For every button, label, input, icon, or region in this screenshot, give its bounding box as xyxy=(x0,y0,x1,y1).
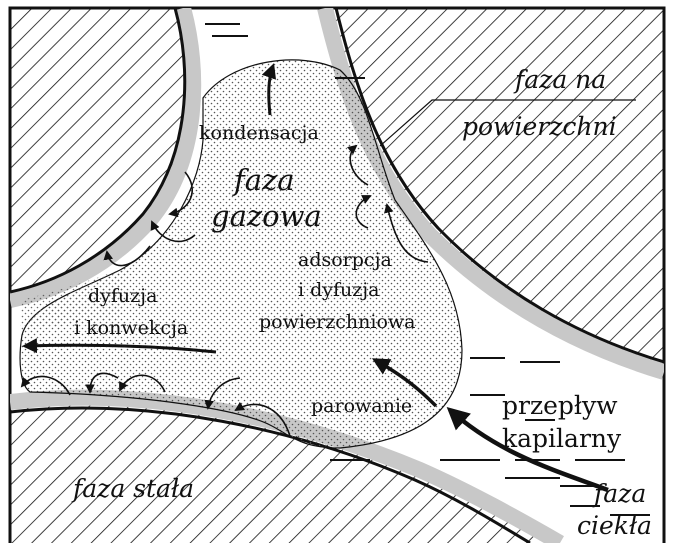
label-faza-ciekla-2: ciekła xyxy=(577,511,652,540)
label-faza-gazowa-1: faza xyxy=(232,163,295,197)
label-faza-stala: faza stała xyxy=(71,474,194,503)
label-kondensacja: kondensacja xyxy=(199,122,319,144)
label-dyfuzja-1: dyfuzja xyxy=(88,285,157,307)
label-faza-ciekla-1: faza xyxy=(592,479,646,508)
label-faza-na-2: powierzchni xyxy=(462,112,617,141)
label-adsorpcja-3: powierzchniowa xyxy=(259,311,416,333)
label-adsorpcja-1: adsorpcja xyxy=(298,249,392,271)
label-faza-gazowa-2: gazowa xyxy=(211,199,322,233)
label-przeplyw-2: kapilarny xyxy=(502,424,622,453)
label-adsorpcja-2: i dyfuzja xyxy=(298,279,380,301)
label-dyfuzja-2: i konwekcja xyxy=(74,317,188,339)
label-przeplyw-1: przepływ xyxy=(502,391,618,420)
label-parowanie: parowanie xyxy=(311,395,412,417)
label-faza-na-1: faza na xyxy=(513,65,606,94)
